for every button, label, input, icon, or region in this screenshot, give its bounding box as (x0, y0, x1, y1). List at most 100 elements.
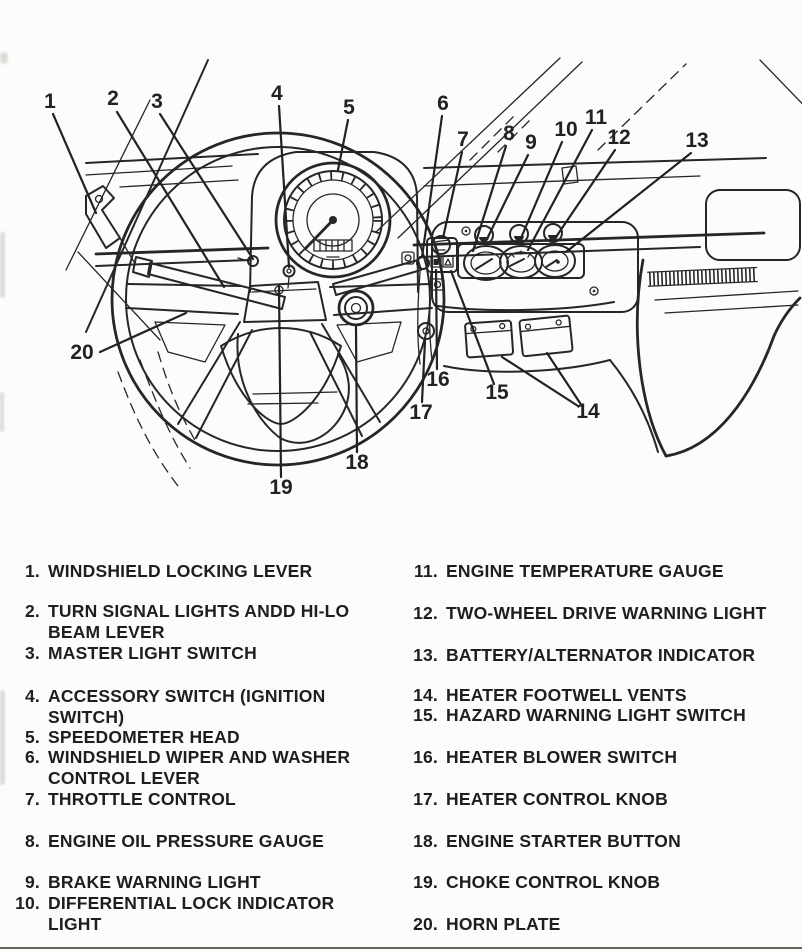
svg-text:7: 7 (457, 128, 469, 151)
svg-text:11: 11 (585, 106, 608, 129)
legend-item-label: HEATER BLOWER SWITCH (446, 747, 678, 767)
legend-item-10: 10.DIFFERENTIAL LOCK INDICATOR LIGHT (0, 893, 393, 934)
svg-text:19: 19 (269, 476, 292, 499)
callout-13: 13 (564, 129, 709, 254)
callout-10: 10 (519, 118, 578, 240)
scan-smudge (0, 232, 5, 298)
legend-item-number: 13. (413, 645, 438, 665)
callout-14: 14 (500, 351, 600, 423)
legend-item-number: 3. (25, 643, 40, 663)
hazard-switch (442, 255, 454, 268)
scan-smudge (0, 52, 8, 64)
svg-text:14: 14 (576, 400, 600, 423)
legend-item-7: 7.THROTTLE CONTROL (0, 789, 393, 810)
callout-5: 5 (336, 96, 355, 172)
odometer (313, 239, 353, 252)
speedometer-needle (303, 218, 335, 251)
legend-item-label: HEATER FOOTWELL VENTS (446, 685, 687, 705)
svg-text:1: 1 (44, 90, 56, 113)
legend-item-4: 4.ACCESSORY SWITCH (IGNITION SWITCH) (0, 686, 393, 727)
legend-item-number: 20. (413, 914, 438, 934)
legend-item-5: 5. SPEEDOMETER HEAD (0, 727, 393, 748)
callout-3: 3 (151, 90, 255, 261)
legend-item-number: 18. (413, 831, 438, 851)
legend-item-number: 11. (414, 561, 438, 581)
scan-smudge (0, 392, 4, 432)
legend-item-11: 11. ENGINE TEMPERATURE GAUGE (400, 561, 798, 582)
svg-text:18: 18 (345, 451, 369, 474)
legend-item-label: ENGINE TEMPERATURE GAUGE (446, 561, 724, 581)
legend-item-20: 20.HORN PLATE (400, 914, 798, 935)
callout-18: 18 (345, 325, 369, 474)
svg-text:17: 17 (409, 401, 432, 424)
legend-item-17: 17. HEATER CONTROL KNOB (400, 789, 798, 810)
svg-text:4: 4 (271, 82, 283, 105)
legend-item-6: 6. WINDSHIELD WIPER AND WASHER CONTROL LE… (0, 747, 393, 788)
legend-item-label: HAZARD WARNING LIGHT SWITCH (446, 705, 746, 725)
callout-12: 12 (554, 126, 631, 239)
callout-2: 2 (107, 87, 226, 289)
legend-item-number: 5. (25, 727, 40, 747)
legend-item-label: SPEEDOMETER HEAD (48, 727, 240, 747)
cluster-plate (431, 221, 639, 313)
windshield-locking-lever (85, 185, 135, 263)
legend-item-label: WINDSHIELD WIPER AND WASHER CONTROL LEVE… (48, 747, 351, 788)
legend-item-19: 19.CHOKE CONTROL KNOB (400, 872, 798, 893)
speedometer (249, 151, 419, 293)
svg-text:10: 10 (554, 118, 577, 141)
legend-item-3: 3. MASTER LIGHT SWITCH (0, 643, 393, 664)
windshield-lines (375, 57, 802, 239)
turn-signal-lever (132, 256, 286, 310)
legend-item-number: 6. (25, 747, 40, 767)
legend-item-label: ACCESSORY SWITCH (IGNITION SWITCH) (48, 686, 326, 727)
legend-item-number: 12. (413, 603, 438, 623)
callout-4: 4 (271, 82, 291, 269)
callout-20: 20 (70, 311, 188, 364)
callout-1: 1 (44, 90, 98, 215)
legend-item-label: DIFFERENTIAL LOCK INDICATOR LIGHT (48, 893, 335, 934)
legend-item-18: 18. ENGINE STARTER BUTTON (400, 831, 798, 852)
callout-17: 17 (409, 339, 433, 424)
svg-text:9: 9 (525, 131, 537, 154)
master-light-switch (237, 255, 259, 267)
wheel-cutout (336, 321, 402, 363)
svg-text:13: 13 (685, 129, 708, 152)
legend-item-number: 19. (413, 872, 438, 892)
legend-item-number: 9. (25, 872, 40, 892)
legend-item-label: ENGINE STARTER BUTTON (446, 831, 681, 851)
legend-item-label: THROTTLE CONTROL (48, 789, 236, 809)
steering-wheel (110, 131, 446, 467)
svg-text:5: 5 (343, 96, 355, 119)
legend-item-number: 17. (413, 789, 438, 809)
legend-item-label: HEATER CONTROL KNOB (446, 789, 668, 809)
callout-16: 16 (426, 268, 450, 391)
legend-item-8: 8.ENGINE OIL PRESSURE GAUGE (0, 831, 393, 852)
callout-9: 9 (485, 131, 537, 241)
callout-7: 7 (441, 128, 469, 240)
callout-15: 15 (449, 269, 509, 404)
legend-item-number: 14. (413, 685, 438, 705)
legend-item-label: BATTERY/ALTERNATOR INDICATOR (446, 645, 756, 665)
callout-19: 19 (269, 284, 293, 499)
grille-band (647, 266, 758, 287)
svg-text:15: 15 (485, 381, 509, 404)
callout-6: 6 (420, 92, 449, 259)
horn-plate (243, 281, 327, 323)
legend-item-16: 16.HEATER BLOWER SWITCH (400, 747, 798, 768)
legend-item-1: 1. WINDSHIELD LOCKING LEVER (0, 561, 393, 582)
legend-item-label: MASTER LIGHT SWITCH (48, 643, 257, 663)
callout-11: 11 (526, 106, 608, 252)
legend-item-label: BRAKE WARNING LIGHT (48, 872, 261, 892)
callout-8: 8 (471, 122, 515, 253)
legend-item-13: 13. BATTERY/ALTERNATOR INDICATOR (400, 645, 798, 666)
legend-item-label: TWO-WHEEL DRIVE WARNING LIGHT (446, 603, 767, 623)
callouts: 1 2 3 4 5 6 7 8 9 10 11 12 13 14 15 16 1… (44, 82, 709, 499)
heater-control-knob (417, 322, 435, 340)
legend-item-label: WINDSHIELD LOCKING LEVER (48, 561, 313, 581)
dashboard-lines (85, 153, 802, 458)
gauge-cluster (431, 221, 639, 313)
scan-edge-line (0, 947, 802, 949)
svg-text:2: 2 (107, 87, 119, 110)
legend-item-number: 1. (25, 561, 40, 581)
